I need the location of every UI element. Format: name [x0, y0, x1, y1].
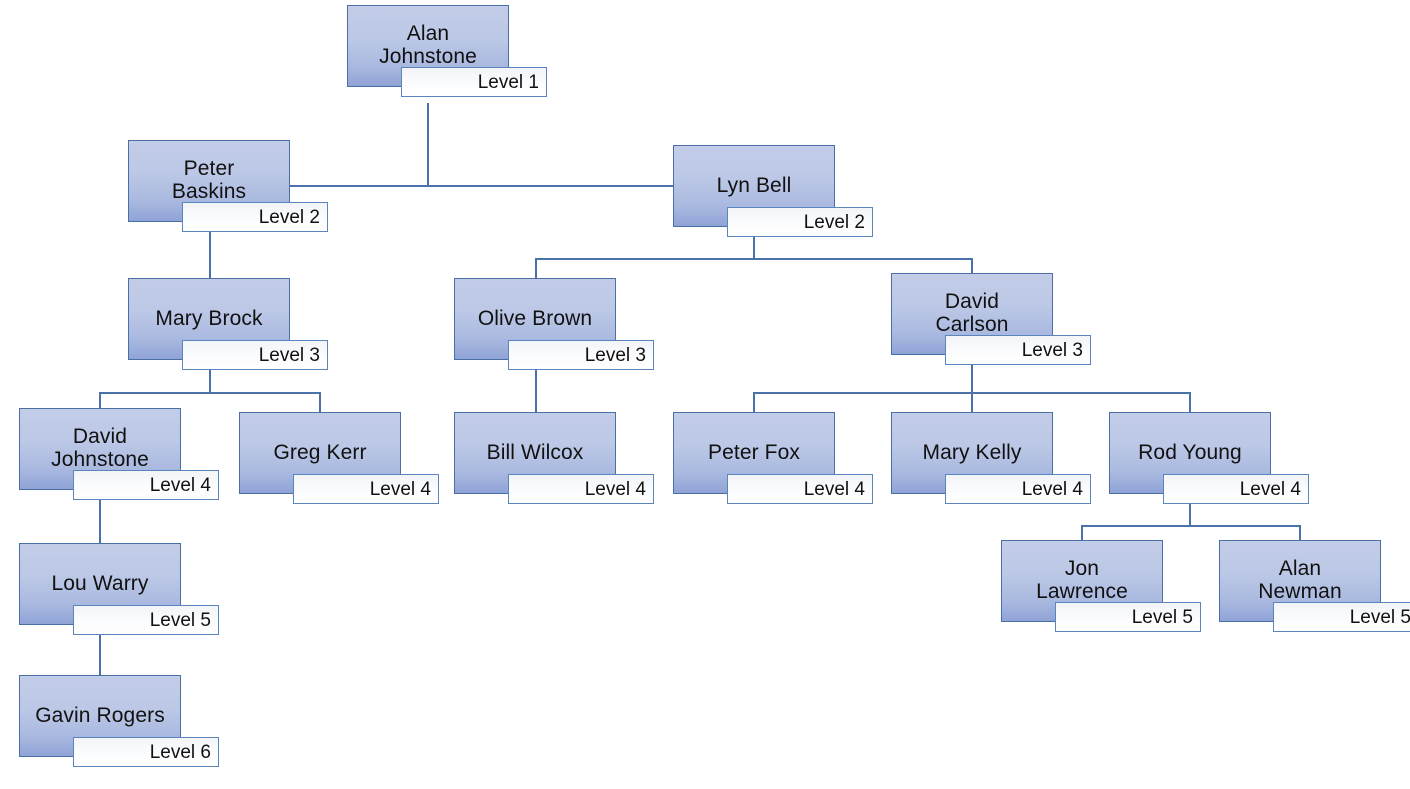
level-tag-text-bill-wilcox: Level 4 [584, 478, 646, 500]
level-tag-text-lou-warry: Level 5 [149, 609, 211, 631]
node-name-peter-baskins: Peter Baskins [171, 157, 247, 203]
connector-brock-spine [99, 392, 320, 394]
connector-baskins-to-brock [209, 227, 211, 280]
level-tag-text-greg-kerr: Level 4 [369, 478, 431, 500]
connector-root-spine [290, 185, 675, 187]
node-name-jon-lawrence: Jon Lawrence [1036, 557, 1128, 603]
connector-brock-to-davidj [99, 392, 101, 410]
connector-lyn-to-olive [535, 258, 537, 280]
level-tag-lyn-bell: Level 2 [727, 207, 873, 237]
connector-rod-drop [1189, 493, 1191, 525]
connector-rod-to-newman [1299, 525, 1301, 542]
connector-olive-to-bill [535, 360, 537, 414]
level-tag-text-david-johnstone: Level 4 [149, 474, 211, 496]
level-tag-alan-johnstone: Level 1 [401, 67, 547, 97]
node-name-rod-young: Rod Young [1138, 440, 1242, 464]
node-name-lou-warry: Lou Warry [51, 571, 149, 595]
level-tag-text-rod-young: Level 4 [1239, 478, 1301, 500]
level-tag-text-alan-newman: Level 5 [1349, 606, 1410, 628]
connector-lyn-spine [535, 258, 973, 260]
level-tag-greg-kerr: Level 4 [293, 474, 439, 504]
level-tag-alan-newman: Level 5 [1273, 602, 1410, 632]
connector-carlson-drop [971, 360, 973, 392]
level-tag-text-peter-fox: Level 4 [803, 478, 865, 500]
connector-rod-to-jon [1081, 525, 1083, 542]
connector-davidj-to-lou [99, 492, 101, 545]
connector-carlson-to-kelly [971, 392, 973, 414]
connector-rod-spine [1081, 525, 1301, 527]
node-name-bill-wilcox: Bill Wilcox [486, 440, 584, 464]
level-tag-jon-lawrence: Level 5 [1055, 602, 1201, 632]
node-name-david-johnstone: David Johnstone [51, 425, 149, 471]
level-tag-david-johnstone: Level 4 [73, 470, 219, 500]
node-name-mary-kelly: Mary Kelly [922, 440, 1022, 464]
level-tag-text-peter-baskins: Level 2 [258, 206, 320, 228]
connector-carlson-to-rod [1189, 392, 1191, 414]
level-tag-text-david-carlson: Level 3 [1021, 339, 1083, 361]
node-box-alan-johnstone[interactable]: Alan Johnstone [347, 5, 509, 87]
connector-lyn-to-carlson [971, 258, 973, 275]
level-tag-lou-warry: Level 5 [73, 605, 219, 635]
node-name-david-carlson: David Carlson [935, 290, 1009, 336]
level-tag-text-lyn-bell: Level 2 [803, 211, 865, 233]
level-tag-text-olive-brown: Level 3 [584, 344, 646, 366]
node-name-alan-johnstone: Alan Johnstone [379, 22, 477, 68]
connector-brock-to-greg [319, 392, 321, 414]
level-tag-david-carlson: Level 3 [945, 335, 1091, 365]
node-name-olive-brown: Olive Brown [477, 306, 593, 330]
node-name-mary-brock: Mary Brock [155, 306, 263, 330]
connector-lou-to-gavin [99, 626, 101, 677]
level-tag-bill-wilcox: Level 4 [508, 474, 654, 504]
connector-carlson-to-fox [753, 392, 755, 414]
node-name-alan-newman: Alan Newman [1258, 557, 1342, 603]
node-name-gavin-rogers: Gavin Rogers [35, 703, 165, 727]
level-tag-text-alan-johnstone: Level 1 [477, 71, 539, 93]
node-name-greg-kerr: Greg Kerr [273, 440, 367, 464]
level-tag-text-gavin-rogers: Level 6 [149, 741, 211, 763]
level-tag-gavin-rogers: Level 6 [73, 737, 219, 767]
node-name-peter-fox: Peter Fox [708, 440, 800, 464]
connector-root-drop [427, 103, 429, 187]
connector-lyn-drop [753, 227, 755, 260]
connector-brock-drop [209, 360, 211, 392]
level-tag-mary-kelly: Level 4 [945, 474, 1091, 504]
level-tag-mary-brock: Level 3 [182, 340, 328, 370]
level-tag-text-jon-lawrence: Level 5 [1131, 606, 1193, 628]
level-tag-text-mary-brock: Level 3 [258, 344, 320, 366]
node-name-lyn-bell: Lyn Bell [716, 173, 792, 197]
level-tag-olive-brown: Level 3 [508, 340, 654, 370]
level-tag-text-mary-kelly: Level 4 [1021, 478, 1083, 500]
level-tag-peter-baskins: Level 2 [182, 202, 328, 232]
level-tag-rod-young: Level 4 [1163, 474, 1309, 504]
level-tag-peter-fox: Level 4 [727, 474, 873, 504]
